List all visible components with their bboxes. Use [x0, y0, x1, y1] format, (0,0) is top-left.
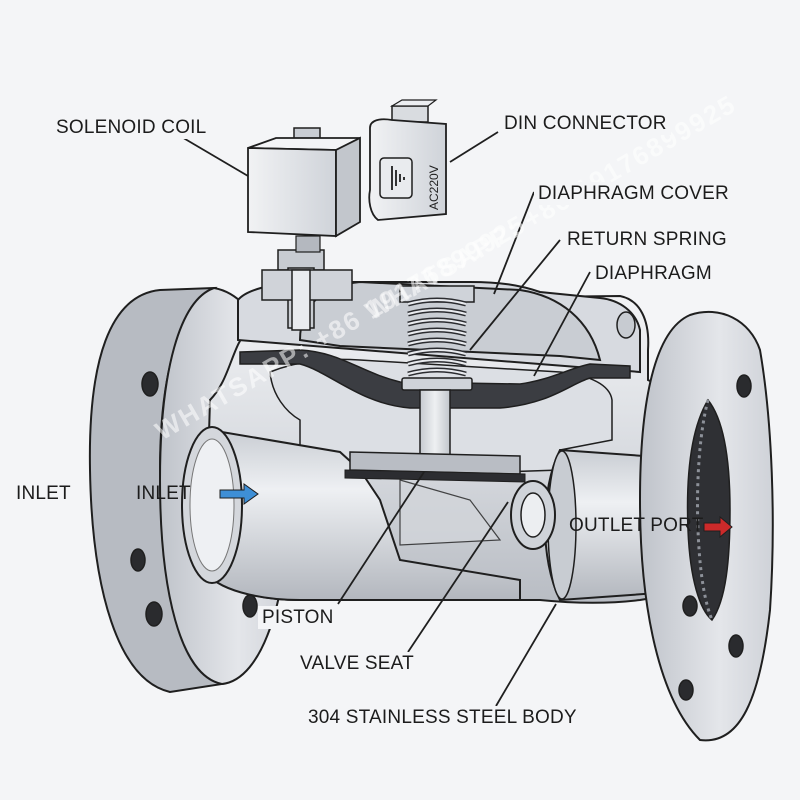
leader-piston	[337, 471, 425, 605]
label-din-connector: DIN CONNECTOR	[500, 112, 671, 135]
inlet-pipe	[181, 426, 521, 601]
left-flange-bolt-hole	[242, 594, 258, 618]
left-flange-bolt-hole	[145, 601, 163, 627]
right-flange-bolt-hole	[736, 374, 752, 398]
leader-return-spring	[469, 239, 561, 351]
label-inlet-inner: INLET	[136, 483, 191, 504]
label-return-spring: RETURN SPRING	[563, 228, 731, 251]
pilot-tube	[261, 235, 353, 331]
leader-valve-seat	[407, 501, 509, 653]
leader-diaphragm-cover	[493, 191, 535, 295]
diaphragm-part	[239, 349, 631, 409]
coil-voltage-marking: AC220V	[427, 165, 441, 210]
ground-symbol-icon	[391, 166, 405, 190]
label-body: 304 STAINLESS STEEL BODY	[304, 706, 581, 729]
outlet-flow-arrow-icon	[703, 515, 733, 539]
label-diaphragm: DIAPHRAGM	[591, 262, 716, 285]
label-piston: PISTON	[258, 606, 338, 629]
label-valve-seat: VALVE SEAT	[296, 652, 418, 675]
leader-body	[495, 603, 557, 707]
label-outlet-port: OUTLET PORT	[569, 515, 704, 536]
label-diaphragm-cover: DIAPHRAGM COVER	[534, 182, 733, 205]
din-connector-part: AC220V	[368, 99, 447, 221]
right-flange-bolt-hole	[728, 634, 744, 658]
leader-din-connector	[449, 131, 499, 163]
leader-lines	[179, 131, 591, 707]
label-inlet-outer: INLET	[16, 483, 71, 504]
inlet-flow-arrow-icon	[219, 483, 259, 505]
label-solenoid-coil: SOLENOID COIL	[52, 116, 211, 139]
leader-diaphragm	[533, 271, 591, 377]
solenoid-coil-part	[247, 127, 361, 238]
left-flange-bolt-hole	[130, 548, 146, 572]
right-flange-bolt-hole	[682, 595, 698, 617]
return-spring-part	[399, 285, 475, 391]
valve-seat-part	[399, 479, 556, 550]
piston-part	[344, 389, 526, 483]
right-flange-bolt-hole	[678, 679, 694, 701]
left-flange-bolt-hole	[141, 371, 159, 397]
leader-solenoid-coil	[179, 135, 249, 177]
